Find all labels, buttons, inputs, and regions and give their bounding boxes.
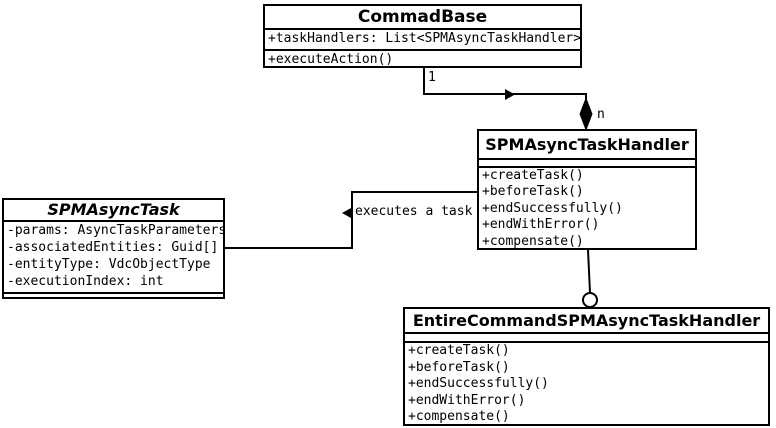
composition-edge	[423, 67, 587, 99]
class-operation: +createTask()	[408, 343, 510, 358]
generalization-edge	[587, 249, 591, 293]
class-attribute: -associatedEntities: Guid[]	[7, 240, 219, 255]
class-operation: +endSuccessfully()	[408, 376, 549, 392]
class-spmasynctaskhandler-attributes-empty	[479, 158, 695, 166]
class-operation: +beforeTask()	[408, 359, 510, 375]
composition-diamond-icon	[579, 97, 593, 131]
generalization-circle-icon	[582, 292, 598, 308]
association-name-label: executes a task	[355, 204, 473, 219]
class-commadbase-attributes: +taskHandlers: List<SPMAsyncTaskHandler>	[265, 28, 580, 49]
class-entirecommandspmasynctaskhandler: EntireCommandSPMAsyncTaskHandler +create…	[403, 307, 770, 426]
class-spmasynctask: SPMAsyncTask -params: AsyncTaskParameter…	[2, 198, 225, 299]
class-spmasynctask-name: SPMAsyncTask	[47, 200, 180, 219]
multiplicity-label-one: 1	[428, 70, 436, 85]
class-entirecommandspmasynctaskhandler-attributes-empty	[405, 332, 768, 341]
association-edge	[225, 191, 477, 249]
class-attribute: -params: AsyncTaskParameters	[7, 223, 223, 238]
class-operation: +beforeTask()	[482, 184, 584, 200]
class-spmasynctask-operations-empty	[4, 292, 223, 301]
class-operation: +endWithError()	[408, 392, 526, 408]
class-entirecommandspmasynctaskhandler-name: EntireCommandSPMAsyncTaskHandler	[412, 311, 761, 330]
class-commadbase-operations: +executeAction()	[265, 49, 580, 70]
direction-arrow-icon	[505, 89, 515, 100]
class-entirecommandspmasynctaskhandler-operations: +createTask() +beforeTask() +endSuccessf…	[405, 341, 768, 428]
multiplicity-label-n: n	[597, 107, 605, 122]
class-operation: +executeAction()	[268, 52, 394, 67]
class-commadbase-name: CommadBase	[357, 7, 488, 27]
class-attribute: -executionIndex: int	[7, 274, 164, 289]
class-commadbase: CommadBase +taskHandlers: List<SPMAsyncT…	[263, 4, 582, 68]
class-operation: +compensate()	[482, 233, 584, 249]
class-operation: +createTask()	[482, 168, 584, 183]
association-direction-arrow-icon	[342, 208, 351, 218]
class-spmasynctaskhandler-name: SPMAsyncTaskHandler	[485, 135, 689, 154]
class-spmasynctask-attributes: -params: AsyncTaskParameters -associated…	[4, 220, 223, 292]
class-attribute: +taskHandlers: List<SPMAsyncTaskHandler>	[268, 31, 580, 46]
class-spmasynctaskhandler-operations: +createTask() +beforeTask() +endSuccessf…	[479, 166, 695, 252]
class-attribute: -entityType: VdcObjectType	[7, 257, 211, 272]
class-operation: +compensate()	[408, 409, 510, 425]
class-operation: +endSuccessfully()	[482, 200, 623, 216]
class-operation: +endWithError()	[482, 217, 600, 233]
class-spmasynctaskhandler: SPMAsyncTaskHandler +createTask() +befor…	[477, 129, 697, 250]
